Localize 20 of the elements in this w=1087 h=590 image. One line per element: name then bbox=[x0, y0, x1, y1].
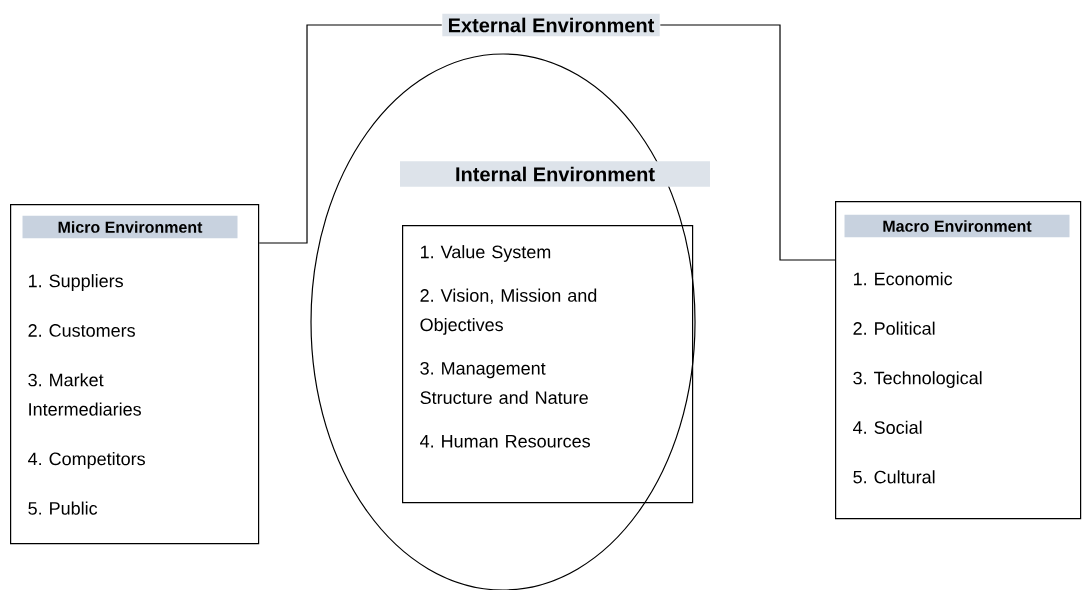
connector-line bbox=[659, 24, 836, 261]
list-item: 1. Suppliers bbox=[29, 274, 123, 291]
heading-label: Micro Environment bbox=[22, 215, 238, 239]
connector-line bbox=[258, 24, 443, 244]
list-item: 1. Value System bbox=[421, 245, 551, 262]
list-item: 2. Vision, Mission and Objectives bbox=[420, 288, 597, 335]
heading-label: External Environment bbox=[442, 13, 660, 37]
list-item: 5. Public bbox=[28, 501, 98, 515]
list-item: 2. Customers bbox=[28, 324, 135, 337]
heading-label: Macro Environment bbox=[844, 214, 1070, 238]
list-item: 4. Social bbox=[853, 420, 922, 434]
heading-label: Internal Environment bbox=[400, 161, 710, 187]
list-item: 4. Competitors bbox=[28, 452, 145, 469]
list-item: 3. Management Structure and Nature bbox=[420, 361, 588, 405]
list-item: 3. Market Intermediaries bbox=[28, 373, 141, 416]
list-item: 1. Economic bbox=[854, 272, 953, 286]
list-item: 4. Human Resources bbox=[420, 435, 590, 448]
list-item: 5. Cultural bbox=[853, 470, 935, 484]
list-item: 2. Political bbox=[853, 321, 935, 335]
list-item: 3. Technological bbox=[853, 371, 982, 388]
